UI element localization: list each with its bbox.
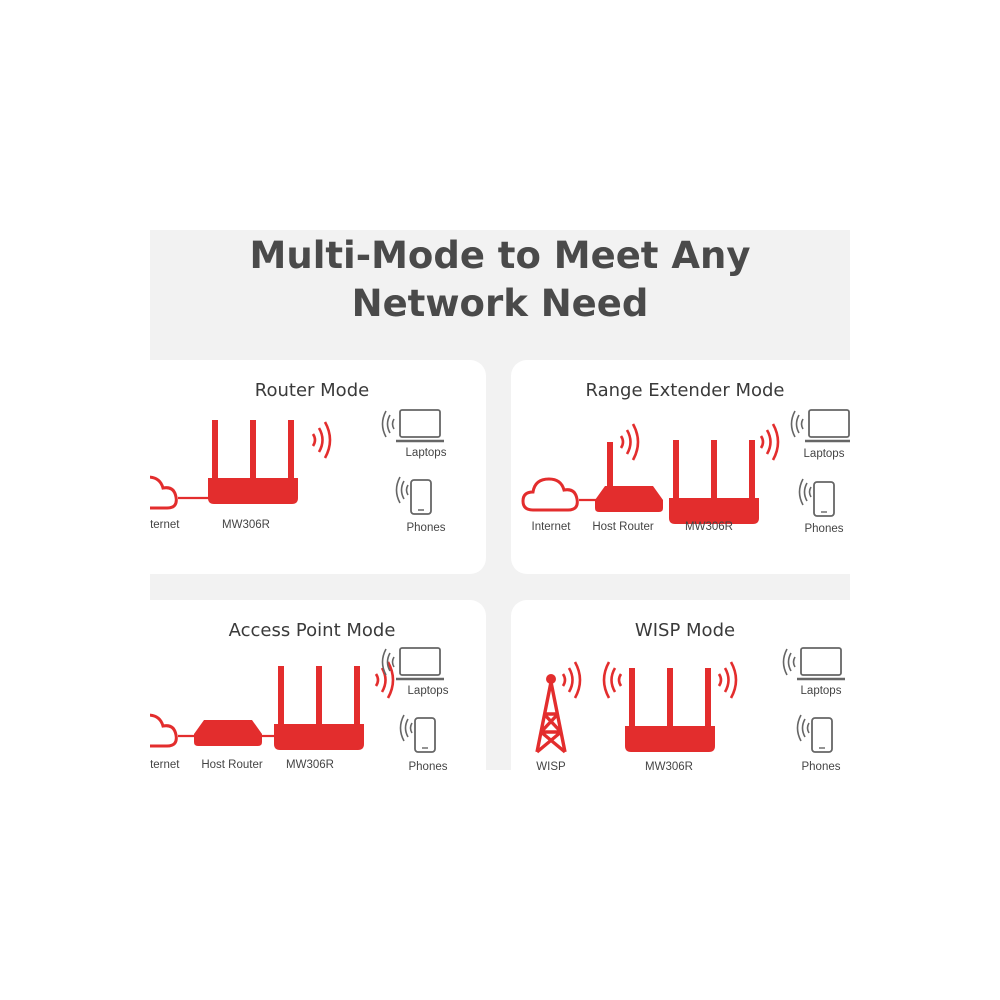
cloud-icon: [150, 475, 178, 510]
host-router-antenna: [607, 442, 613, 492]
label-host-router: Host Router: [201, 759, 263, 770]
wifi-waves-icon: [381, 410, 395, 438]
wifi-waves-icon: [782, 648, 796, 676]
wifi-waves-icon: [395, 476, 409, 504]
wifi-waves-icon: [399, 714, 413, 742]
cloud-icon: [150, 713, 178, 748]
headline-line-1: Multi-Mode to Meet Any: [249, 234, 751, 277]
label-phones: Phones: [804, 523, 843, 535]
wifi-waves-icon: [374, 660, 395, 700]
phone-icon: [811, 717, 833, 753]
label-internet: Internet: [532, 521, 572, 533]
headline: Multi-Mode to Meet Any Network Need: [150, 230, 850, 350]
label-internet: Internet: [150, 759, 180, 770]
wifi-waves-icon: [798, 478, 812, 506]
panel-router-mode: Router Mode Internet MW306R Laptops Phon…: [150, 360, 486, 574]
wifi-waves-icon: [796, 714, 810, 742]
label-router: MW306R: [685, 521, 733, 533]
phone-icon: [813, 481, 835, 517]
laptop-icon: [394, 646, 446, 681]
laptop-icon: [795, 646, 847, 681]
panel-wisp-mode: WISP Mode WISP MW306R Laptops Phones: [511, 600, 850, 770]
wifi-waves-icon: [561, 660, 582, 700]
label-router: MW306R: [222, 519, 270, 531]
router-icon: [669, 440, 759, 524]
host-router-icon: [194, 720, 262, 746]
router-icon: [274, 666, 364, 750]
wifi-waves-icon: [717, 660, 738, 700]
laptop-icon: [394, 408, 446, 443]
label-phones: Phones: [801, 761, 840, 770]
laptop-icon: [803, 408, 850, 443]
wifi-waves-icon: [602, 660, 623, 700]
panel-title: WISP Mode: [635, 620, 735, 641]
label-router: MW306R: [286, 759, 334, 770]
host-router-icon: [595, 486, 663, 512]
panel-title: Range Extender Mode: [585, 380, 784, 401]
modes-diagram: Multi-Mode to Meet Any Network Need Rout…: [150, 230, 850, 770]
phone-icon: [410, 479, 432, 515]
label-laptops: Laptops: [804, 448, 845, 460]
label-phones: Phones: [408, 761, 447, 770]
panel-title: Router Mode: [255, 380, 369, 401]
cloud-icon: [521, 477, 579, 512]
label-laptops: Laptops: [408, 685, 449, 697]
label-laptops: Laptops: [406, 447, 447, 459]
panel-access-point-mode: Access Point Mode Internet Host Router M…: [150, 600, 486, 770]
label-router: MW306R: [645, 761, 693, 770]
label-internet: Internet: [150, 519, 180, 531]
router-icon: [625, 668, 715, 752]
phone-icon: [414, 717, 436, 753]
cell-tower-icon: [535, 672, 567, 754]
label-host-router: Host Router: [592, 521, 654, 533]
wifi-waves-icon: [759, 422, 780, 462]
router-icon: [208, 420, 298, 504]
wifi-waves-icon: [311, 420, 332, 460]
label-laptops: Laptops: [801, 685, 842, 697]
wifi-waves-icon: [790, 410, 804, 438]
headline-line-2: Network Need: [351, 282, 649, 325]
panel-range-extender-mode: Range Extender Mode Internet Host Router…: [511, 360, 850, 574]
wifi-waves-icon: [619, 422, 640, 462]
label-wisp: WISP: [536, 761, 566, 770]
label-phones: Phones: [406, 522, 445, 534]
panel-title: Access Point Mode: [229, 620, 396, 641]
